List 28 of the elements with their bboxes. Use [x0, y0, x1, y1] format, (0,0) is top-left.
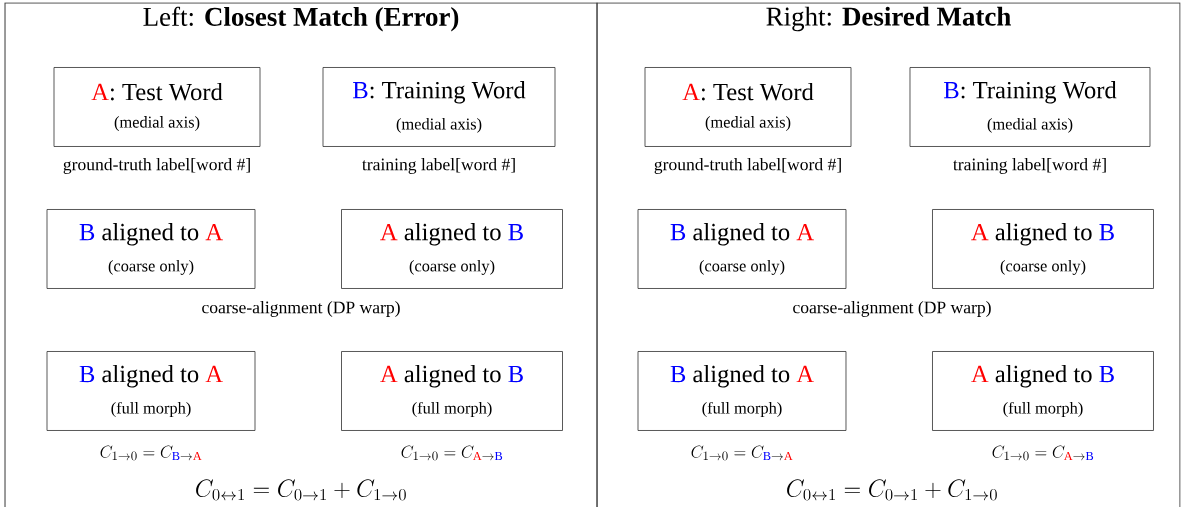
- word-box: B aligned to A (full morph): [637, 351, 847, 431]
- word-box: A: Test Word (medial axis): [644, 67, 852, 147]
- panel-title: Right: Desired Match: [766, 6, 1011, 32]
- formula-label: $C_{1\to 0} = C_{\textcolor{blue}{\mathrm{B}}\to\textcolor{red}{\mathrm{A}}}$: [691, 445, 793, 461]
- caption-label: coarse-alignment (DP warp): [202, 301, 400, 317]
- word-box: A aligned to B (coarse only): [341, 209, 563, 289]
- word-box: A aligned to B (full morph): [932, 351, 1154, 431]
- caption-label: training label[word #]: [362, 158, 515, 174]
- word-box: A: Test Word (medial axis): [53, 67, 261, 147]
- word-box: B: Training Word (medial axis): [909, 67, 1151, 147]
- word-box: B aligned to A (coarse only): [46, 209, 256, 289]
- formula-label: $C_{1\to 0} = C_{\textcolor{red}{\mathrm{A}}\to\textcolor{blue}{\mathrm{B}}}$: [992, 445, 1094, 461]
- word-box: A aligned to B (full morph): [341, 351, 563, 431]
- word-box: B: Training Word (medial axis): [322, 67, 556, 147]
- caption-label: ground-truth label[word #]: [654, 158, 841, 174]
- formula-label: $C_{1\to 0} = C_{\textcolor{blue}{\mathrm{B}}\to\textcolor{red}{\mathrm{A}}}$: [100, 445, 202, 461]
- formula-label: $C_{0\leftrightarrow 1} = C_{0\to 1} + C_{1\to 0}$: [196, 479, 406, 501]
- panel: [4, 2, 598, 507]
- formula-label: $C_{1\to 0} = C_{\textcolor{red}{\mathrm{A}}\to\textcolor{blue}{\mathrm{B}}}$: [401, 445, 503, 461]
- formula-label: $C_{0\leftrightarrow 1} = C_{0\to 1} + C_{1\to 0}$: [787, 479, 997, 501]
- panel-title: Left: Closest Match (Error): [143, 6, 459, 32]
- panel: [596, 2, 1181, 507]
- caption-label: ground-truth label[word #]: [63, 158, 250, 174]
- caption-label: training label[word #]: [953, 158, 1106, 174]
- caption-label: coarse-alignment (DP warp): [793, 301, 991, 317]
- word-box: B aligned to A (full morph): [46, 351, 256, 431]
- word-box: A aligned to B (coarse only): [932, 209, 1154, 289]
- word-box: B aligned to A (coarse only): [637, 209, 847, 289]
